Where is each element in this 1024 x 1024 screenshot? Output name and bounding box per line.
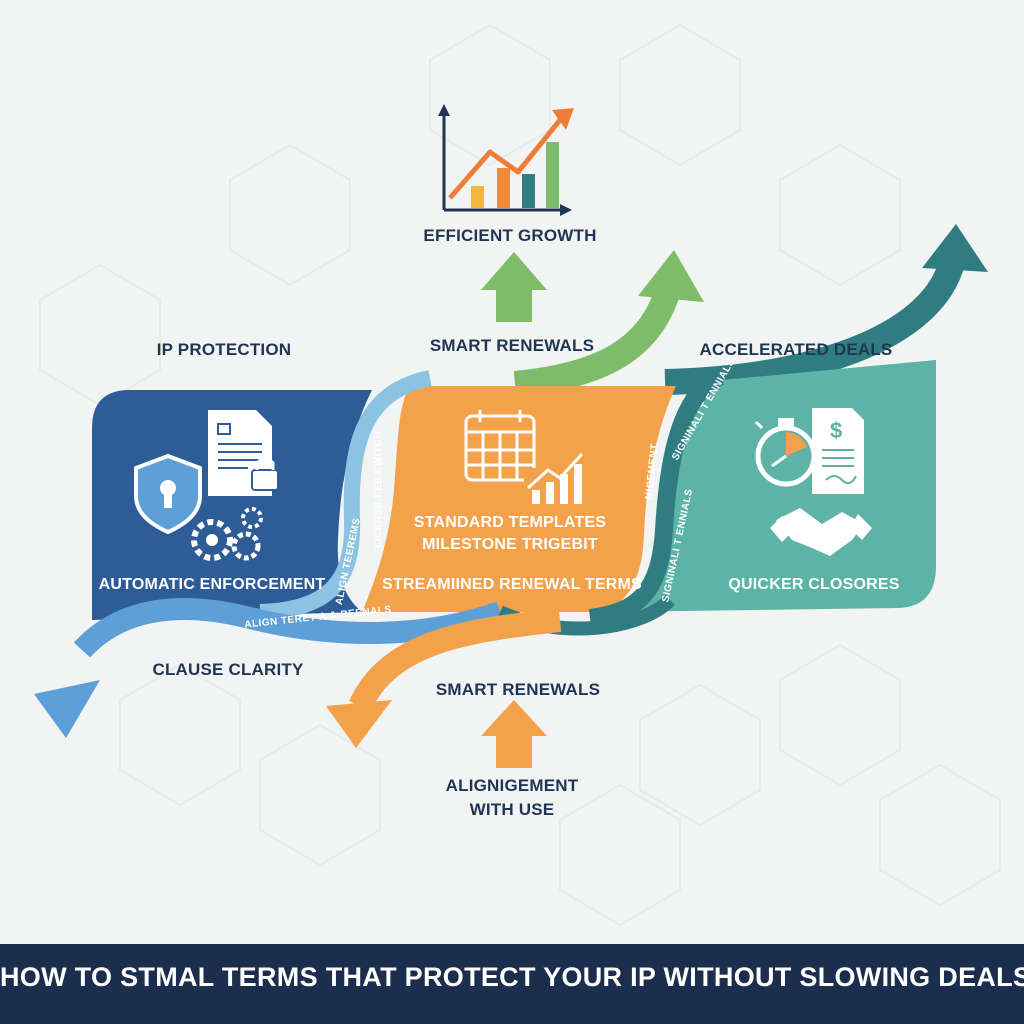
blue-down-arrow xyxy=(34,680,100,738)
footer-title: HOW TO STMAL TERMS THAT PROTECT YOUR IP … xyxy=(0,962,1024,993)
smart-renewals-header: SMART RENEWALS xyxy=(430,336,594,356)
svg-text:$: $ xyxy=(830,418,842,443)
invoice-dollar-icon: $ xyxy=(812,408,864,494)
milestone-trigger-text: MILESTONE TRIGEBIT xyxy=(422,536,598,554)
standard-templates-text: STANDARD TEMPLATES xyxy=(414,514,606,532)
bar-chart-growth-icon xyxy=(438,104,574,216)
streamlined-renewal-caption: STREAMIINED RENEWAL TERMS xyxy=(382,576,642,594)
alignment-label-line1: ALIGNIGEMENT xyxy=(446,776,579,796)
green-up-arrow xyxy=(481,252,547,322)
green-swoosh-arrow xyxy=(515,250,704,384)
automatic-enforcement-caption: AUTOMATIC ENFORCEMENT xyxy=(99,576,326,594)
ip-protection-header: IP PROTECTION xyxy=(157,340,292,360)
quicker-closures-caption: QUICKER CLOSORES xyxy=(728,576,899,594)
smart-renewals-bottom-label: SMART RENEWALS xyxy=(436,680,600,700)
efficient-growth-label: EFFICIENT GROWTH xyxy=(423,226,596,246)
orange-up-arrow xyxy=(481,700,547,768)
document-lock-icon xyxy=(208,410,278,496)
clause-clarity-label: CLAUSE CLARITY xyxy=(152,660,303,680)
alignment-label-line2: WITH USE xyxy=(470,800,555,820)
left-vertical-ribbon-text: LICENSE FEE SWITCH xyxy=(373,431,384,548)
